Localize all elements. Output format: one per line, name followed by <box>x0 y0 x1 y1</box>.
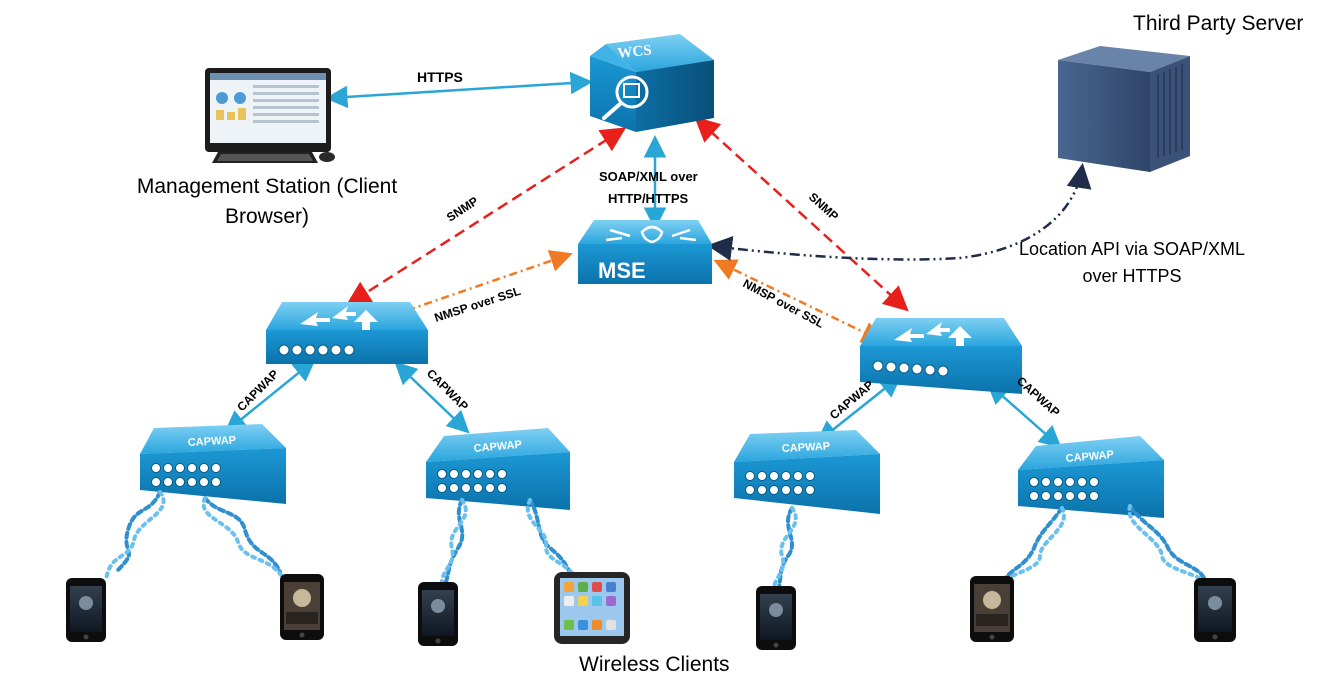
capwap-link-3 <box>816 374 902 444</box>
smartphone-icon <box>554 572 630 644</box>
smartphone-icon <box>280 574 324 640</box>
wireless-signal-icon <box>1000 506 1066 586</box>
smartphone-icon <box>756 586 796 650</box>
third-party-server-label: Third Party Server <box>1133 12 1304 35</box>
wireless-signal-icon <box>104 490 166 582</box>
management-station-label: Management Station (Client Browser) <box>108 172 426 232</box>
capwap-link-2 <box>394 361 470 434</box>
access-point-icon <box>734 430 880 514</box>
nmsp-link-right <box>713 259 885 343</box>
snmp-link-left <box>345 127 627 306</box>
location-api-label-line2: over HTTPS <box>1082 266 1182 286</box>
ap-label: CAPWAP <box>473 439 522 455</box>
switch-icon <box>860 318 1022 394</box>
ap-label: CAPWAP <box>1065 449 1114 465</box>
wireless-signal-icon <box>771 506 798 594</box>
management-station-label-line1: Management Station (Client <box>136 175 398 198</box>
mse-icon <box>578 220 712 284</box>
server-icon <box>1058 46 1190 172</box>
wireless-signal-icon <box>201 496 286 582</box>
wcs-label: WCS <box>617 42 653 61</box>
snmp-link-right <box>694 116 909 312</box>
mse-label: MSE <box>598 258 646 283</box>
wireless-signal-icon <box>1127 504 1210 586</box>
https-label: HTTPS <box>417 69 463 85</box>
https-link <box>325 71 593 109</box>
smartphone-icon <box>1194 578 1236 642</box>
wireless-signal-icon <box>525 498 578 582</box>
soap-label-line1: SOAP/XML over <box>599 169 698 184</box>
nmsp-label-left: NMSP over SSL <box>433 284 523 325</box>
wcs-icon <box>590 34 714 132</box>
capwap-label-2: CAPWAP <box>424 366 471 413</box>
location-api-link <box>707 163 1092 261</box>
keyboard-icon <box>212 152 318 163</box>
location-api-label-line1: Location API via SOAP/XML <box>1018 239 1246 259</box>
capwap-link-1 <box>224 358 316 434</box>
ap-label: CAPWAP <box>188 434 237 449</box>
wireless-signal-icon <box>439 498 468 588</box>
snmp-label-right: SNMP <box>806 190 841 224</box>
monitor-icon <box>205 68 331 156</box>
soap-label-line2: HTTP/HTTPS <box>608 191 688 206</box>
access-point-icon <box>140 424 286 504</box>
smartphone-icon <box>418 582 458 646</box>
snmp-label-left: SNMP <box>444 194 481 225</box>
switch-icon <box>266 302 428 364</box>
access-point-icon <box>426 428 570 510</box>
access-point-icon <box>1018 436 1164 518</box>
nmsp-link-left <box>380 250 573 323</box>
management-station-label-line2: Browser) <box>224 205 309 228</box>
mouse-icon <box>319 152 335 162</box>
ap-label: CAPWAP <box>782 440 831 455</box>
wireless-clients-label: Wireless Clients <box>579 653 730 676</box>
nmsp-label-right: NMSP over SSL <box>741 276 827 331</box>
location-api-label: Location API via SOAP/XML over HTTPS <box>998 236 1266 290</box>
smartphone-icon <box>970 576 1014 642</box>
capwap-link-4 <box>986 381 1062 449</box>
smartphone-icon <box>66 578 106 642</box>
